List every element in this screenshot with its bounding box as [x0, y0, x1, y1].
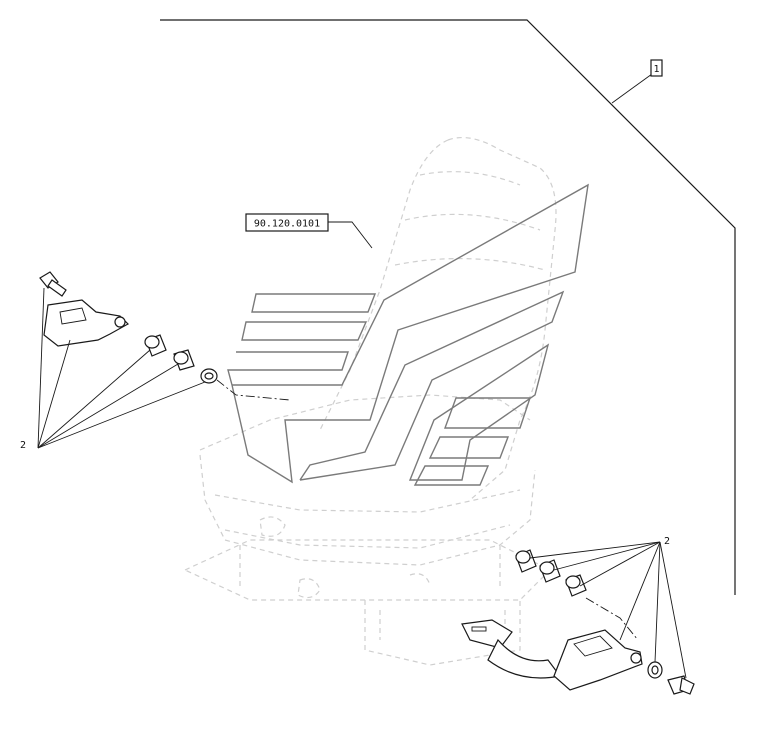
right-belt-assembly: 2: [461, 536, 695, 695]
left-callout-label: 2: [20, 440, 26, 451]
left-bolt: [39, 271, 67, 297]
left-spacer-1: [144, 334, 167, 357]
right-buckle: [553, 629, 643, 691]
left-spacer-3: [200, 368, 218, 384]
right-callout-label: 2: [664, 536, 670, 547]
right-callout: 2: [529, 536, 687, 679]
right-spacer-3: [565, 574, 587, 597]
left-buckle-assembly: 2: [20, 271, 291, 451]
right-washer: [647, 661, 663, 679]
seat-reference-label: 90.120.0101: [254, 219, 320, 230]
right-bolt: [667, 675, 695, 695]
seat-ghost-outline: [183, 137, 557, 666]
left-callout: 2: [20, 287, 206, 451]
kit-boundary: 1: [160, 19, 736, 595]
kit-item-label: 1: [653, 64, 659, 75]
left-buckle: [43, 299, 129, 347]
right-spacer-1: [515, 549, 537, 573]
left-spacer-2: [173, 349, 195, 371]
seat-reference: 90.120.0101: [245, 213, 373, 249]
right-spacer-2: [539, 559, 561, 583]
right-belt-tongue: [461, 619, 562, 679]
chevron-logo: [227, 183, 589, 486]
